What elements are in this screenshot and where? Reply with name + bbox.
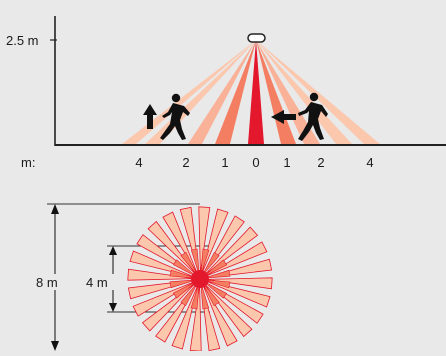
beam-mid-right xyxy=(256,40,320,144)
middle-wedge xyxy=(169,269,197,279)
outer-wedge xyxy=(129,250,195,278)
tick-label-1-right: 1 xyxy=(283,155,290,170)
tick-label-1-left: 1 xyxy=(221,155,228,170)
tick-label-2-left: 2 xyxy=(182,155,189,170)
middle-wedge xyxy=(203,259,228,278)
outer-dim-label: 8 m xyxy=(36,275,58,290)
middle-wedge xyxy=(201,251,220,276)
outer-wedge xyxy=(205,277,273,290)
outer-wedge xyxy=(205,280,271,308)
tick-label-2-right: 2 xyxy=(317,155,324,170)
beam-mid-left xyxy=(188,40,256,144)
tick-label-4-left: 4 xyxy=(135,155,142,170)
outer-wedge xyxy=(141,282,196,332)
beam-outer-right xyxy=(256,40,380,144)
outer-wedge xyxy=(204,226,259,276)
middle-wedge xyxy=(172,259,197,278)
arrow-left-icon xyxy=(271,110,296,124)
outer-wedge xyxy=(203,283,253,338)
middle-wedge xyxy=(172,280,197,299)
middle-wedge xyxy=(190,248,200,276)
tick-labels: 4 2 1 0 1 2 4 xyxy=(135,155,373,170)
side-view: 2.5 m m: 4 2 1 0 1 2 4 xyxy=(6,16,446,170)
ceiling-sensor-icon xyxy=(247,33,266,43)
middle-wedge xyxy=(180,282,199,307)
middle-wedge xyxy=(180,251,199,276)
outer-wedge xyxy=(127,268,195,281)
middle-wedge xyxy=(169,279,197,289)
beam-outer-left xyxy=(122,40,256,144)
outer-wedge xyxy=(171,284,199,350)
tick-label-4-right: 4 xyxy=(366,155,373,170)
walking-person-icon xyxy=(160,93,190,140)
top-view: 8 m 4 m xyxy=(33,203,273,352)
middle-wedge xyxy=(190,282,200,310)
middle-wedge xyxy=(203,269,231,279)
scale-label: m: xyxy=(21,155,35,170)
tick-label-0: 0 xyxy=(252,155,259,170)
outer-wedge xyxy=(198,206,211,274)
middle-wedge xyxy=(203,279,231,289)
beam-outer-right-2 xyxy=(256,40,352,144)
walking-person-icon-right xyxy=(298,92,328,141)
beam-center xyxy=(248,40,264,144)
inner-dim-arrow-bottom xyxy=(109,303,117,312)
arrow-up-icon xyxy=(143,104,157,129)
outer-wedge xyxy=(147,220,197,275)
outer-wedge xyxy=(201,208,229,274)
radial-detection-pattern xyxy=(127,206,273,352)
middle-wedge xyxy=(201,282,220,307)
inner-dim-arrow-top xyxy=(109,246,117,255)
middle-wedge xyxy=(203,280,228,299)
side-fan xyxy=(122,40,380,144)
middle-wedge xyxy=(200,282,210,310)
inner-dim-label: 4 m xyxy=(86,275,108,290)
middle-wedge xyxy=(200,248,210,276)
outer-dim-arrow-bottom xyxy=(51,341,59,351)
core-zone xyxy=(191,270,209,288)
beam-near-left xyxy=(215,40,256,144)
outer-dim-arrow-top xyxy=(51,204,59,214)
height-label: 2.5 m xyxy=(6,33,39,48)
